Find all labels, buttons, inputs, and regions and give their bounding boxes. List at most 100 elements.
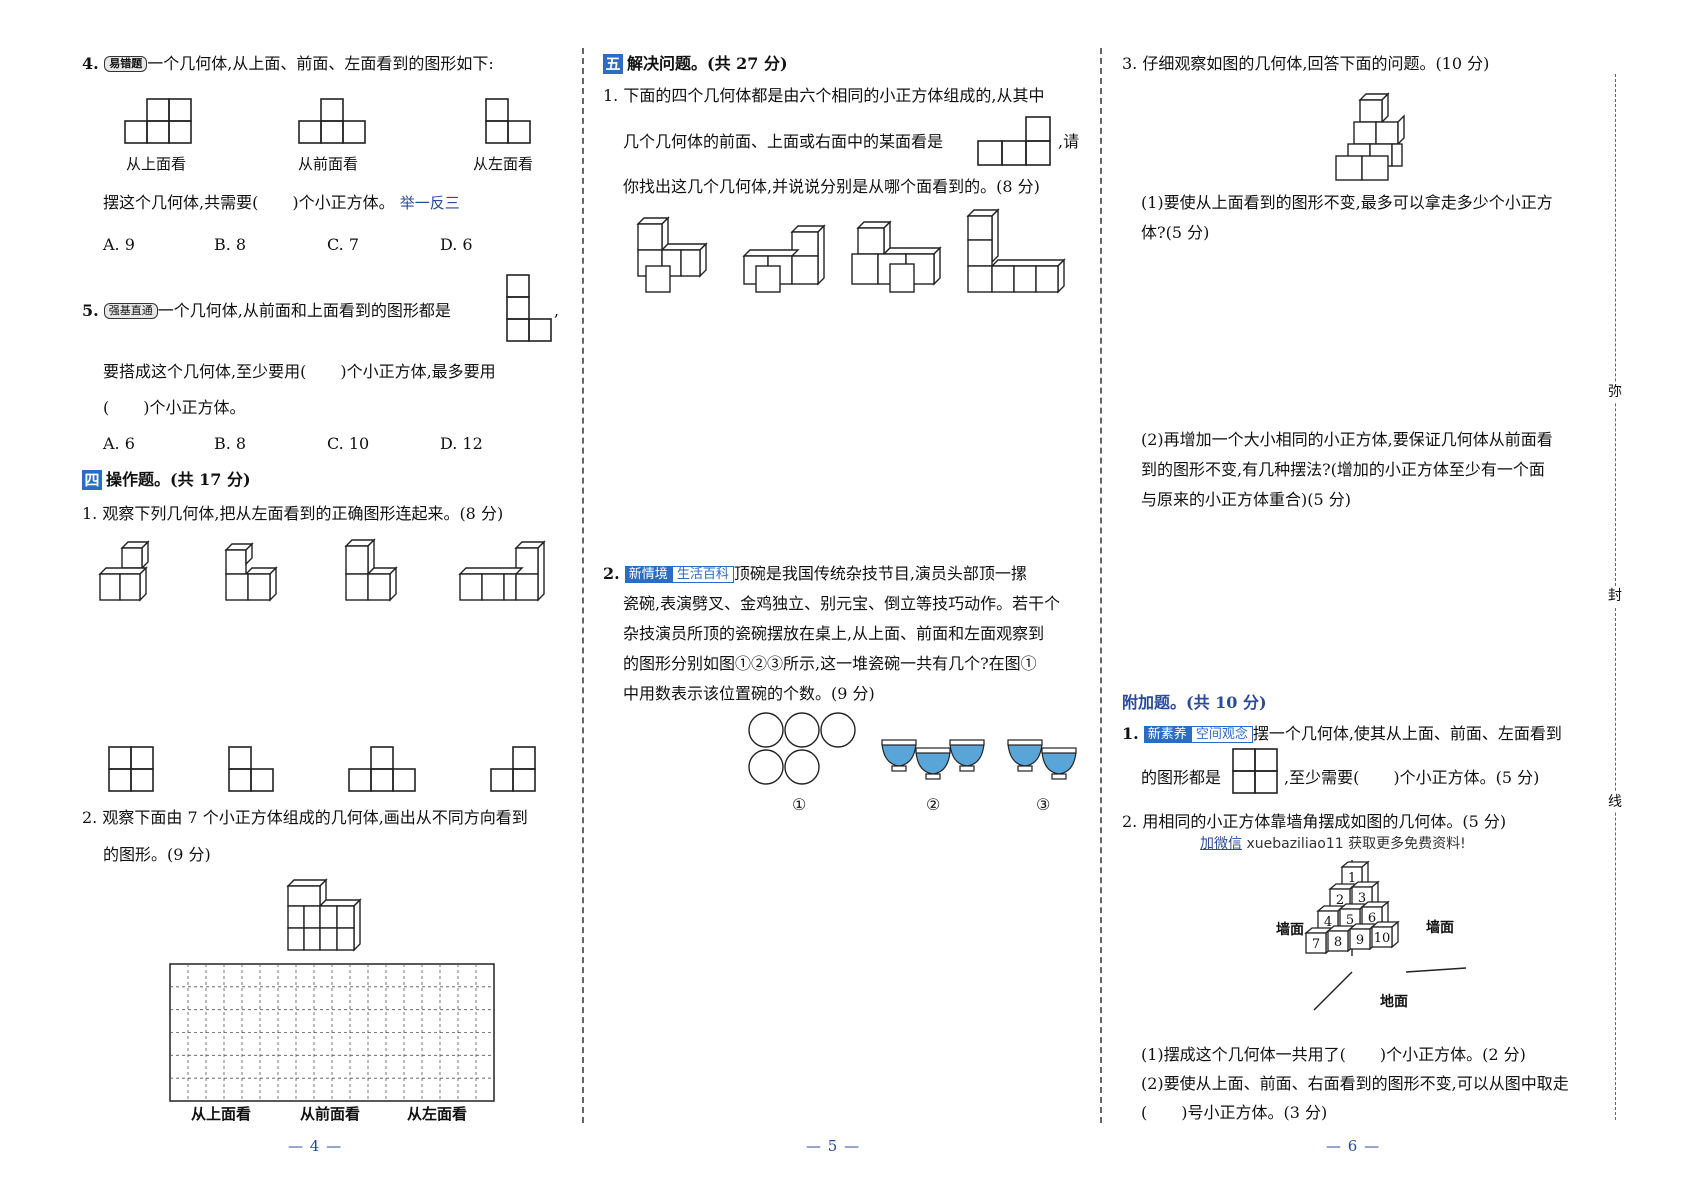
e1-square-figure <box>1232 748 1278 794</box>
e1-line2: 的图形都是 <box>1141 768 1222 787</box>
p2-line3: 杂技演员所顶的瓷碗摆放在桌上,从上面、前面和左面观察到 <box>623 624 1045 643</box>
q4-line1: 4. 易错题一个几何体,从上面、前面、左面看到的图形如下: <box>82 54 494 73</box>
p1-solid-1 <box>636 216 708 293</box>
q4-view-left-figure <box>485 98 531 144</box>
q4-view-front-figure <box>298 98 366 144</box>
section-4-heading: 四操作题。(共 17 分) <box>82 470 251 490</box>
q5-tag: 强基直通 <box>103 303 158 319</box>
q4-tag: 易错题 <box>104 56 148 72</box>
e2-sub2-line2: ()号小正方体。(3 分) <box>1141 1103 1328 1122</box>
p1-solid-2 <box>742 224 826 293</box>
q4-line2: 摆这个几何体,共需要()个小正方体。 举一反三 <box>103 193 460 212</box>
cube-number-4: 4 <box>1324 915 1332 930</box>
op1-answer-1 <box>108 746 154 792</box>
p2-figure-label-2: ② <box>926 795 941 814</box>
op2-drawing-grid[interactable] <box>169 963 495 1102</box>
q4-label-top: 从上面看 <box>126 155 187 173</box>
cube-number-2: 2 <box>1336 893 1344 908</box>
p1-line1: 1. 下面的四个几何体都是由六个相同的小正方体组成的,从其中 <box>603 86 1045 105</box>
op2-line1: 2. 观察下面由 7 个小正方体组成的几何体,画出从不同方向看到 <box>82 808 528 827</box>
q4-link[interactable]: 举一反三 <box>399 194 460 212</box>
p1-line3: 你找出这几个几何体,并说说分别是从哪个面看到的。(8 分) <box>623 177 1040 196</box>
cube-number-10: 10 <box>1374 931 1391 946</box>
p2-line1: 2. 新情境生活百科顶碗是我国传统杂技节目,演员头部顶一摞 <box>603 564 1027 583</box>
op1-solid-4 <box>458 540 546 602</box>
cube-number-7: 7 <box>1312 937 1320 952</box>
q4-label-left: 从左面看 <box>473 155 534 173</box>
e2-sub1: (1)摆成这个几何体一共用了()个小正方体。(2 分) <box>1141 1045 1526 1064</box>
p2-figure-label-1: ① <box>792 795 807 814</box>
q4-option-d: D. 6 <box>440 235 473 254</box>
q3-sub1-line1: (1)要使从上面看到的图形不变,最多可以拿走多少个小正方 <box>1141 193 1553 212</box>
q3-sub2-line2: 到的图形不变,有几种摆法?(增加的小正方体至少有一个面 <box>1141 460 1545 479</box>
op2-label-front: 从前面看 <box>300 1105 361 1123</box>
cube-number-8: 8 <box>1334 935 1342 950</box>
p1-target-shape <box>977 116 1051 166</box>
q3-solid <box>1335 92 1405 181</box>
op1-answer-4 <box>490 746 536 792</box>
q5-option-d: D. 12 <box>440 434 483 453</box>
p1-solid-3 <box>851 220 942 293</box>
e2-wall-right-label: 墙面 <box>1426 920 1454 936</box>
op2-label-top: 从上面看 <box>191 1105 252 1123</box>
q5-option-a: A. 6 <box>103 434 135 453</box>
page-number-4: — 4 — <box>288 1137 343 1155</box>
op1-answer-3 <box>348 746 416 792</box>
q4-label-front: 从前面看 <box>298 155 359 173</box>
op2-label-left: 从左面看 <box>407 1105 468 1123</box>
column-divider-2 <box>1100 48 1102 1123</box>
q5-line2: 要搭成这个几何体,至少要用()个小正方体,最多要用 <box>103 362 496 381</box>
cube-number-6: 6 <box>1368 911 1376 926</box>
q4-option-b: B. 8 <box>214 235 247 254</box>
section-5-heading: 五解决问题。(共 27 分) <box>603 54 788 74</box>
q3-sub2-line1: (2)再增加一个大小相同的小正方体,要保证几何体从前面看 <box>1141 430 1553 449</box>
q4-option-c: C. 7 <box>327 235 360 254</box>
p2-line5: 中用数表示该位置碗的个数。(9 分) <box>623 684 875 703</box>
p2-figure-3-bowls <box>1007 739 1077 780</box>
p2-line2: 瓷碗,表演劈叉、金鸡独立、别元宝、倒立等技巧动作。若干个 <box>623 594 1061 613</box>
cube-10: 10 <box>1370 920 1400 949</box>
cube-number-1: 1 <box>1348 871 1356 886</box>
seal-char-1: 弥 <box>1608 382 1622 402</box>
page-number-6: — 6 — <box>1326 1137 1381 1155</box>
q5-option-b: B. 8 <box>214 434 247 453</box>
p2-figure-1-circles <box>748 712 856 785</box>
e2-line1: 2. 用相同的小正方体靠墙角摆成如图的几何体。(5 分) <box>1122 812 1507 831</box>
p2-figure-2-bowls <box>881 739 985 780</box>
q4-option-a: A. 9 <box>103 235 135 254</box>
cube-number-9: 9 <box>1356 933 1364 948</box>
e2-floor-label: 地面 <box>1380 994 1408 1010</box>
watermark-text: 加微信 xuebaziliao11 获取更多免费资料! <box>1200 836 1466 852</box>
q3-sub1-line2: 体?(5 分) <box>1141 223 1210 242</box>
q5-option-c: C. 10 <box>327 434 370 453</box>
page-number-5: — 5 — <box>806 1137 861 1155</box>
q5-line3: ()个小正方体。 <box>103 398 246 417</box>
e2-wall-left-label: 墙面 <box>1276 922 1304 938</box>
op1-text: 1. 观察下列几何体,把从左面看到的正确图形连起来。(8 分) <box>82 504 504 523</box>
cube-1: 1 <box>1340 860 1370 889</box>
p2-tag-life: 生活百科 <box>671 566 734 583</box>
cube-number-5: 5 <box>1346 913 1354 928</box>
q5-figure <box>506 274 552 342</box>
op1-solid-3 <box>344 538 398 602</box>
p1-line2: 几个几何体的前面、上面或右面中的某面看是 <box>623 132 944 151</box>
column-divider-1 <box>582 48 584 1123</box>
cube-number-3: 3 <box>1358 891 1366 906</box>
op1-solid-2 <box>224 542 278 602</box>
p1-line2-end: ,请 <box>1058 132 1080 151</box>
q3-line1: 3. 仔细观察如图的几何体,回答下面的问题。(10 分) <box>1122 54 1490 73</box>
e1-tag-spatial: 空间观念 <box>1190 726 1253 743</box>
section-5-badge: 五 <box>603 54 623 74</box>
extra-heading: 附加题。(共 10 分) <box>1122 693 1267 712</box>
q4-view-top-figure <box>124 98 192 144</box>
q3-sub2-line3: 与原来的小正方体重合)(5 分) <box>1141 490 1351 509</box>
p2-tag-new-scenario: 新情境 <box>624 566 672 583</box>
e2-sub2-line1: (2)要使从上面、前面、右面看到的图形不变,可以从图中取走 <box>1141 1074 1569 1093</box>
p2-line4: 的图形分别如图①②③所示,这一堆瓷碗一共有几个?在图① <box>623 654 1037 673</box>
p1-solid-4 <box>966 208 1066 294</box>
e1-line1: 1. 新素养空间观念摆一个几何体,使其从上面、前面、左面看到 <box>1122 724 1562 743</box>
p2-figure-label-3: ③ <box>1036 795 1051 814</box>
op1-solid-1 <box>98 540 150 602</box>
op2-line2: 的图形。(9 分) <box>103 845 211 864</box>
